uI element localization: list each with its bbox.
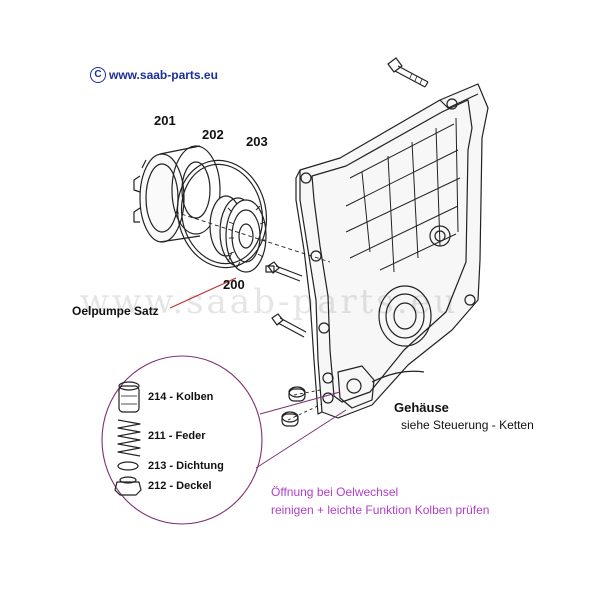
oil-change-note-line1: Öffnung bei Oelwechsel <box>271 485 399 499</box>
callout-200: 200 <box>223 277 245 292</box>
copyright-url[interactable]: www.saab-parts.eu <box>109 68 218 82</box>
seal-213 <box>117 461 139 471</box>
oil-change-note-line2: reinigen + leichte Funktion Kolben prüfe… <box>271 503 490 517</box>
rotor-set-202 <box>209 195 267 273</box>
part-label-213: 213 - Dichtung <box>148 460 224 472</box>
callout-201: 201 <box>154 113 176 128</box>
cover-212 <box>114 476 142 496</box>
oelpumpe-satz-label: Oelpumpe Satz <box>72 304 159 318</box>
top-bolt <box>387 57 429 88</box>
part-label-214: 214 - Kolben <box>148 391 214 403</box>
side-bolts <box>267 261 307 338</box>
detail-circle <box>101 355 347 525</box>
callout-203: 203 <box>246 134 268 149</box>
housing-subtitle: siehe Steuerung - Ketten <box>401 418 534 432</box>
callout-202: 202 <box>202 127 224 142</box>
housing-cover <box>295 83 489 419</box>
part-label-212: 212 - Deckel <box>148 480 212 492</box>
pump-housing-201 <box>133 145 221 243</box>
spring-211 <box>117 419 141 457</box>
housing-title: Gehäuse <box>394 400 449 415</box>
part-label-211: 211 - Feder <box>148 430 206 442</box>
copyright-notice: C www.saab-parts.eu <box>90 67 218 83</box>
dowels <box>265 265 306 427</box>
piston-214 <box>118 381 140 413</box>
copyright-symbol: C <box>90 67 106 83</box>
o-ring-203 <box>176 159 268 269</box>
